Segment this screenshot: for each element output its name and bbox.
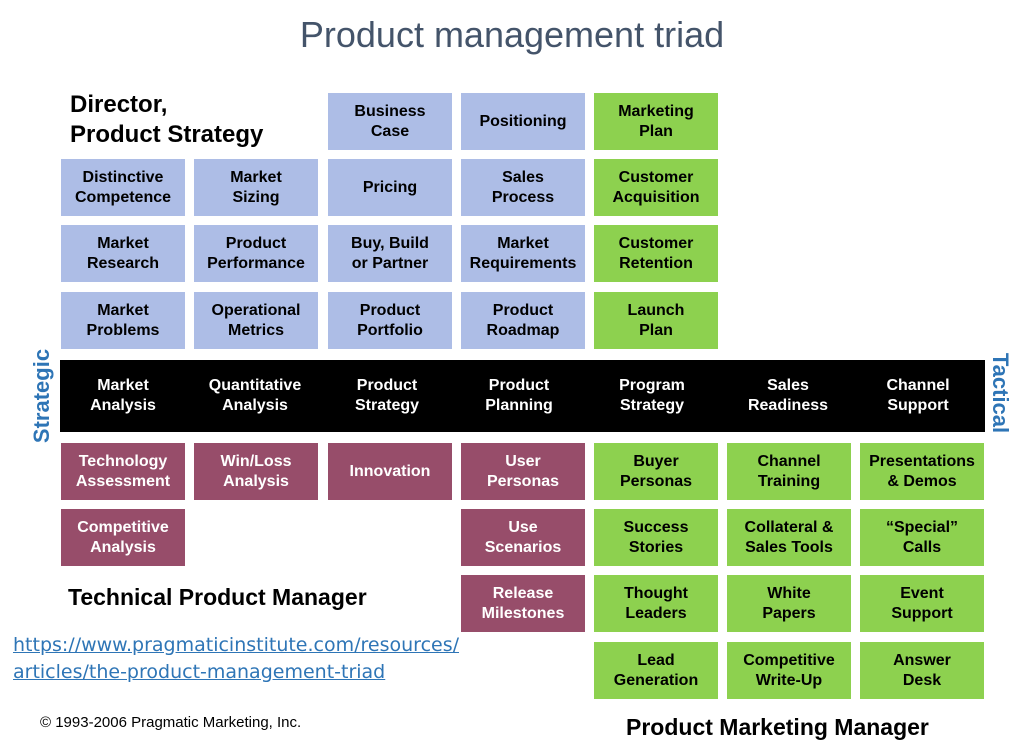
role-director-product-strategy: Director, Product Strategy — [70, 91, 264, 148]
box-event-support: Event Support — [860, 575, 984, 632]
diagram-title: Product management triad — [299, 14, 725, 55]
box-market-research: Market Research — [61, 225, 185, 282]
band-product-strategy: Product Strategy — [354, 377, 420, 414]
box-market-sizing: Market Sizing — [194, 159, 318, 216]
box-marketing-plan: Marketing Plan — [594, 93, 718, 150]
role-product-marketing-manager: Product Marketing Manager — [626, 714, 929, 740]
box-competitive-write-up: Competitive Write-Up — [727, 642, 851, 699]
box-buy-build-partner: Buy, Build or Partner — [328, 225, 452, 282]
box-pricing: Pricing — [328, 159, 452, 216]
band-market-analysis: Market Analysis — [90, 377, 156, 414]
box-distinctive-competence: Distinctive Competence — [61, 159, 185, 216]
box-operational-metrics: Operational Metrics — [194, 292, 318, 349]
box-collateral-sales-tools: Collateral & Sales Tools — [727, 509, 851, 566]
source-link[interactable]: https://www.pragmaticinstitute.com/resou… — [13, 634, 459, 683]
box-launch-plan: Launch Plan — [594, 292, 718, 349]
box-use-scenarios: Use Scenarios — [461, 509, 585, 566]
box-buyer-personas: Buyer Personas — [594, 443, 718, 500]
role-technical-product-manager: Technical Product Manager — [68, 584, 367, 610]
box-lead-generation: Lead Generation — [594, 642, 718, 699]
band-sales-readiness: Sales Readiness — [747, 377, 829, 414]
box-product-portfolio: Product Portfolio — [328, 292, 452, 349]
box-win-loss-analysis: Win/Loss Analysis — [194, 443, 318, 500]
box-product-performance: Product Performance — [194, 225, 318, 282]
box-success-stories: Success Stories — [594, 509, 718, 566]
box-special-calls: “Special” Calls — [860, 509, 984, 566]
band-quantitative-analysis: Quantitative Analysis — [208, 377, 302, 414]
box-channel-training: Channel Training — [727, 443, 851, 500]
box-technology-assessment: Technology Assessment — [61, 443, 185, 500]
box-market-requirements: Market Requirements — [461, 225, 585, 282]
box-positioning: Positioning — [461, 93, 585, 150]
box-competitive-analysis: Competitive Analysis — [61, 509, 185, 566]
box-sales-process: Sales Process — [461, 159, 585, 216]
band-program-strategy: Program Strategy — [619, 377, 685, 414]
box-market-problems: Market Problems — [61, 292, 185, 349]
box-white-papers: White Papers — [727, 575, 851, 632]
axis-label-strategic: Strategic — [29, 348, 54, 444]
axis-label-tactical: Tactical — [988, 352, 1013, 434]
box-business-case: Business Case — [328, 93, 452, 150]
box-release-milestones: Release Milestones — [461, 575, 585, 632]
band-channel-support: Channel Support — [886, 377, 950, 414]
box-innovation: Innovation — [328, 443, 452, 500]
box-answer-desk: Answer Desk — [860, 642, 984, 699]
box-product-roadmap: Product Roadmap — [461, 292, 585, 349]
copyright-notice: © 1993-2006 Pragmatic Marketing, Inc. — [40, 714, 302, 731]
band-product-planning: Product Planning — [485, 377, 553, 414]
box-thought-leaders: Thought Leaders — [594, 575, 718, 632]
box-user-personas: User Personas — [461, 443, 585, 500]
box-presentations-demos: Presentations & Demos — [860, 443, 984, 500]
box-customer-retention: Customer Retention — [594, 225, 718, 282]
box-customer-acquisition: Customer Acquisition — [594, 159, 718, 216]
activity-band — [60, 360, 985, 432]
